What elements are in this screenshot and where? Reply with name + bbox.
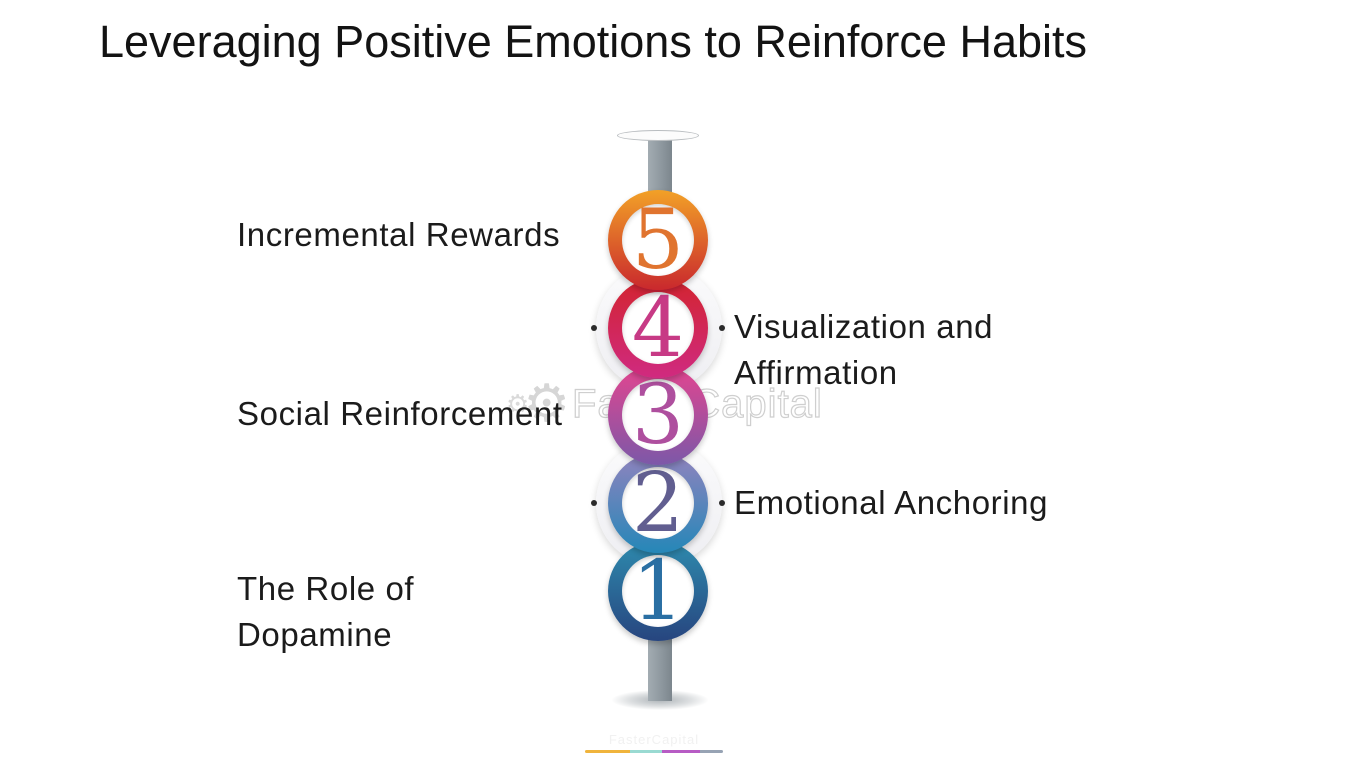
step-label-emotional-anchoring: Emotional Anchoring <box>734 480 1048 526</box>
step-circle-2: 2 <box>608 453 708 553</box>
footer-bar-segment <box>630 750 662 753</box>
step-circle-5: 5 <box>608 190 708 290</box>
footer-brand-text: FasterCapital <box>608 732 700 747</box>
label-line: Emotional Anchoring <box>734 484 1049 521</box>
step-number-2: 2 <box>631 456 685 551</box>
step-label-role-of-dopamine: The Role of Dopamine <box>237 566 414 658</box>
step-number-5: 5 <box>631 193 685 288</box>
step-circle-1: 1 <box>608 541 708 641</box>
step-circle-4: 4 <box>608 278 708 378</box>
footer-bar-segment <box>700 750 723 753</box>
step-number-1: 1 <box>631 544 685 639</box>
step-number-4: 4 <box>631 281 685 376</box>
step-label-social-reinforcement: Social Reinforcement <box>237 391 563 437</box>
step-number-3: 3 <box>631 368 685 463</box>
step-circle-3: 3 <box>608 365 708 465</box>
step-inner-circle: 2 <box>622 463 694 545</box>
label-line: Incremental Rewards <box>237 216 561 253</box>
connector-dot <box>719 325 725 331</box>
connector-dot <box>719 500 725 506</box>
footer-bar-segment <box>662 750 700 753</box>
step-label-visualization-affirmation: Visualization and Affirmation <box>734 304 993 396</box>
stem-top-cap <box>617 130 699 141</box>
step-inner-circle: 3 <box>622 375 694 457</box>
step-inner-circle: 4 <box>622 288 694 370</box>
footer-brand: FasterCapital <box>585 732 723 753</box>
footer-gradient-bar <box>585 750 723 753</box>
label-line: Visualization and <box>734 308 994 345</box>
label-line: Affirmation <box>734 354 898 391</box>
step-inner-circle: 1 <box>622 551 694 633</box>
label-line: Dopamine <box>237 616 393 653</box>
connector-dot <box>591 500 597 506</box>
label-line: The Role of <box>237 570 415 607</box>
step-label-incremental-rewards: Incremental Rewards <box>237 212 560 258</box>
step-inner-circle: 5 <box>622 200 694 282</box>
footer-bar-segment <box>585 750 630 753</box>
gear-icon: ⚙ <box>523 375 570 433</box>
gear-icon: ⚙ <box>506 388 530 419</box>
label-line: Social Reinforcement <box>237 395 563 432</box>
page-title: Leveraging Positive Emotions to Reinforc… <box>99 16 1088 67</box>
connector-dot <box>591 325 597 331</box>
